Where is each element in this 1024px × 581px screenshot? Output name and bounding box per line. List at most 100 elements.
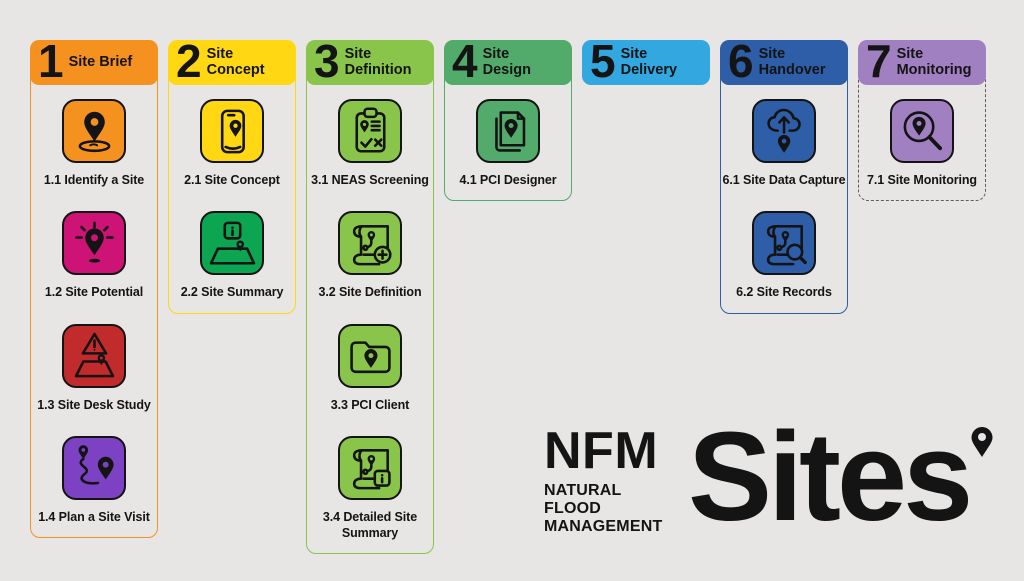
stage-number: 1 xyxy=(38,35,64,88)
search-pin-icon xyxy=(903,110,942,150)
item-tile xyxy=(338,211,402,276)
logo-subtitle-line: MANAGEMENT xyxy=(544,517,663,535)
process-item: 2.1 Site Concept xyxy=(161,99,303,188)
stage-body: 6.1 Site Data Capture 6.2 Site Records xyxy=(720,58,848,314)
stage-number: 7 xyxy=(866,35,892,88)
stage-number: 6 xyxy=(728,35,754,88)
item-tile xyxy=(200,99,264,163)
stage-title: Site Handover xyxy=(758,45,826,78)
item-label: 1.4 Plan a Site Visit xyxy=(38,509,150,524)
map-search-icon xyxy=(766,224,807,266)
route-pins-icon xyxy=(78,445,114,485)
logo-subtitle: NATURAL FLOOD MANAGEMENT xyxy=(544,482,676,536)
stage-title: Site Brief xyxy=(68,53,133,70)
map-info-icon xyxy=(352,449,391,490)
item-label: 3.1 NEAS Screening xyxy=(311,173,429,187)
process-item: 6.1 Site Data Capture xyxy=(713,99,855,188)
item-tile xyxy=(62,323,126,388)
item-tile xyxy=(62,211,126,276)
logo-subtitle-line: NATURAL xyxy=(544,481,622,499)
stage-body: 4.1 PCI Designer xyxy=(444,58,572,202)
item-label: 1.3 Site Desk Study xyxy=(37,397,151,412)
item-label: 6.2 Site Records xyxy=(736,285,832,300)
item-tile xyxy=(338,323,402,388)
stage-title: Site Concept xyxy=(206,45,265,78)
documents-pin-icon xyxy=(494,110,525,152)
process-item: 3.1 NEAS Screening xyxy=(299,99,441,188)
process-item: 3.3 PCI Client xyxy=(299,323,441,413)
process-item: 6.2 Site Records xyxy=(713,211,855,300)
stage-number: 3 xyxy=(314,35,340,88)
item-tile xyxy=(752,211,816,276)
item-label: 1.2 Site Potential xyxy=(44,285,144,300)
stage-body: 7.1 Site Monitoring xyxy=(858,58,986,202)
process-item: 1.4 Plan a Site Visit xyxy=(23,435,165,525)
stage-number: 2 xyxy=(176,35,202,88)
item-label: 3.4 Detailed Site Summary xyxy=(322,509,418,540)
process-item: 1.1 Identify a Site xyxy=(23,99,165,188)
process-item: 4.1 PCI Designer xyxy=(437,99,579,188)
logo-acronym: NFM xyxy=(544,422,659,480)
logo-subtitle-line: FLOOD xyxy=(544,499,601,517)
phone-pin-icon xyxy=(220,109,245,153)
stage-body: 3.1 NEAS Screening 3.2 Site Definition 3.3… xyxy=(306,58,434,555)
item-label: 7.1 Site Monitoring xyxy=(867,173,977,187)
process-item: 7.1 Site Monitoring xyxy=(851,99,993,188)
stage-number: 4 xyxy=(452,35,478,88)
item-label: 2.2 Site Summary xyxy=(180,285,284,300)
stage-title: Site Delivery xyxy=(620,45,678,78)
item-tile xyxy=(476,99,540,163)
nfm-block: NFM NATURAL FLOOD MANAGEMENT xyxy=(544,422,676,536)
item-label: 3.3 PCI Client xyxy=(330,397,410,412)
item-tile xyxy=(62,435,126,500)
stage-number: 5 xyxy=(590,35,616,88)
idea-pin-icon xyxy=(74,221,114,263)
process-item: 3.4 Detailed Site Summary xyxy=(299,435,441,542)
location-pin-icon xyxy=(971,427,993,457)
item-tile xyxy=(62,99,126,163)
process-item: 3.2 Site Definition xyxy=(299,211,441,300)
item-label: 4.1 PCI Designer xyxy=(459,173,557,187)
map-plus-icon xyxy=(352,224,392,266)
pin-ground-icon xyxy=(78,111,110,152)
item-label: 6.1 Site Data Capture xyxy=(722,173,846,187)
item-tile xyxy=(752,99,816,163)
stage-body: 2.1 Site Concept 2.2 Site Summary xyxy=(168,58,296,314)
stage-title: Site Definition xyxy=(344,45,412,78)
item-tile xyxy=(890,99,954,163)
stage-title: Site Design xyxy=(482,45,531,78)
logo-wordmark: Sites xyxy=(688,406,973,547)
item-tile xyxy=(338,99,402,163)
info-map-icon xyxy=(209,221,255,265)
stage-title: Site Monitoring xyxy=(896,45,972,78)
clipboard-screening-icon xyxy=(354,106,386,153)
item-tile xyxy=(200,211,264,276)
process-item: 1.2 Site Potential xyxy=(23,211,165,300)
process-item: 1.3 Site Desk Study xyxy=(23,323,165,413)
item-tile xyxy=(338,435,402,500)
stage-body: 1.1 Identify a Site 1.2 Site Potential 1.3… xyxy=(30,58,158,538)
item-label: 3.2 Site Definition xyxy=(318,285,422,300)
item-label: 1.1 Identify a Site xyxy=(43,173,145,187)
process-item: 2.2 Site Summary xyxy=(161,211,303,300)
nfm-sites-logo: NFM NATURAL FLOOD MANAGEMENT Sites xyxy=(544,406,994,547)
item-label: 2.1 Site Concept xyxy=(184,173,280,187)
warning-map-icon xyxy=(74,332,114,378)
folder-pin-icon xyxy=(349,341,391,374)
cloud-upload-pin-icon xyxy=(766,108,801,153)
